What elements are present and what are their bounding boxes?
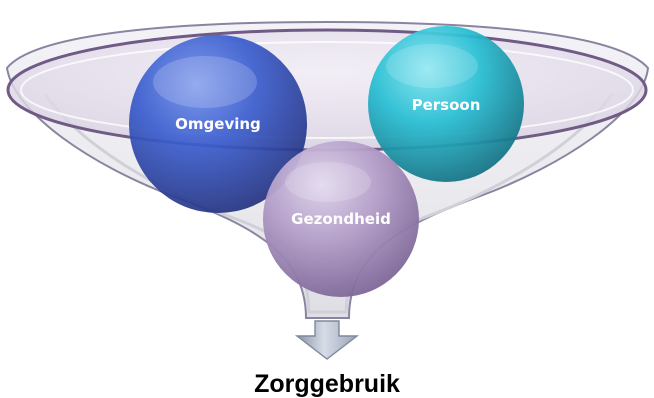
persoon-highlight xyxy=(386,44,478,88)
result-label: Zorggebruik xyxy=(254,370,400,398)
persoon-circle xyxy=(368,26,524,182)
omgeving-label: Omgeving xyxy=(175,115,261,133)
factor-persoon: Persoon xyxy=(368,26,524,182)
gezondheid-circle xyxy=(263,141,419,297)
funnel-inner-shadow xyxy=(43,93,614,314)
funnel-rim-inner xyxy=(20,41,634,139)
omgeving-highlight xyxy=(153,56,257,108)
down-arrow-icon xyxy=(294,320,360,360)
factor-omgeving: Omgeving xyxy=(129,35,307,213)
gezondheid-label: Gezondheid xyxy=(291,210,391,228)
factor-gezondheid: Gezondheid xyxy=(263,141,419,297)
omgeving-circle xyxy=(129,35,307,213)
persoon-label: Persoon xyxy=(412,96,481,114)
gezondheid-highlight xyxy=(285,162,371,202)
funnel-rim-outer xyxy=(6,28,648,152)
